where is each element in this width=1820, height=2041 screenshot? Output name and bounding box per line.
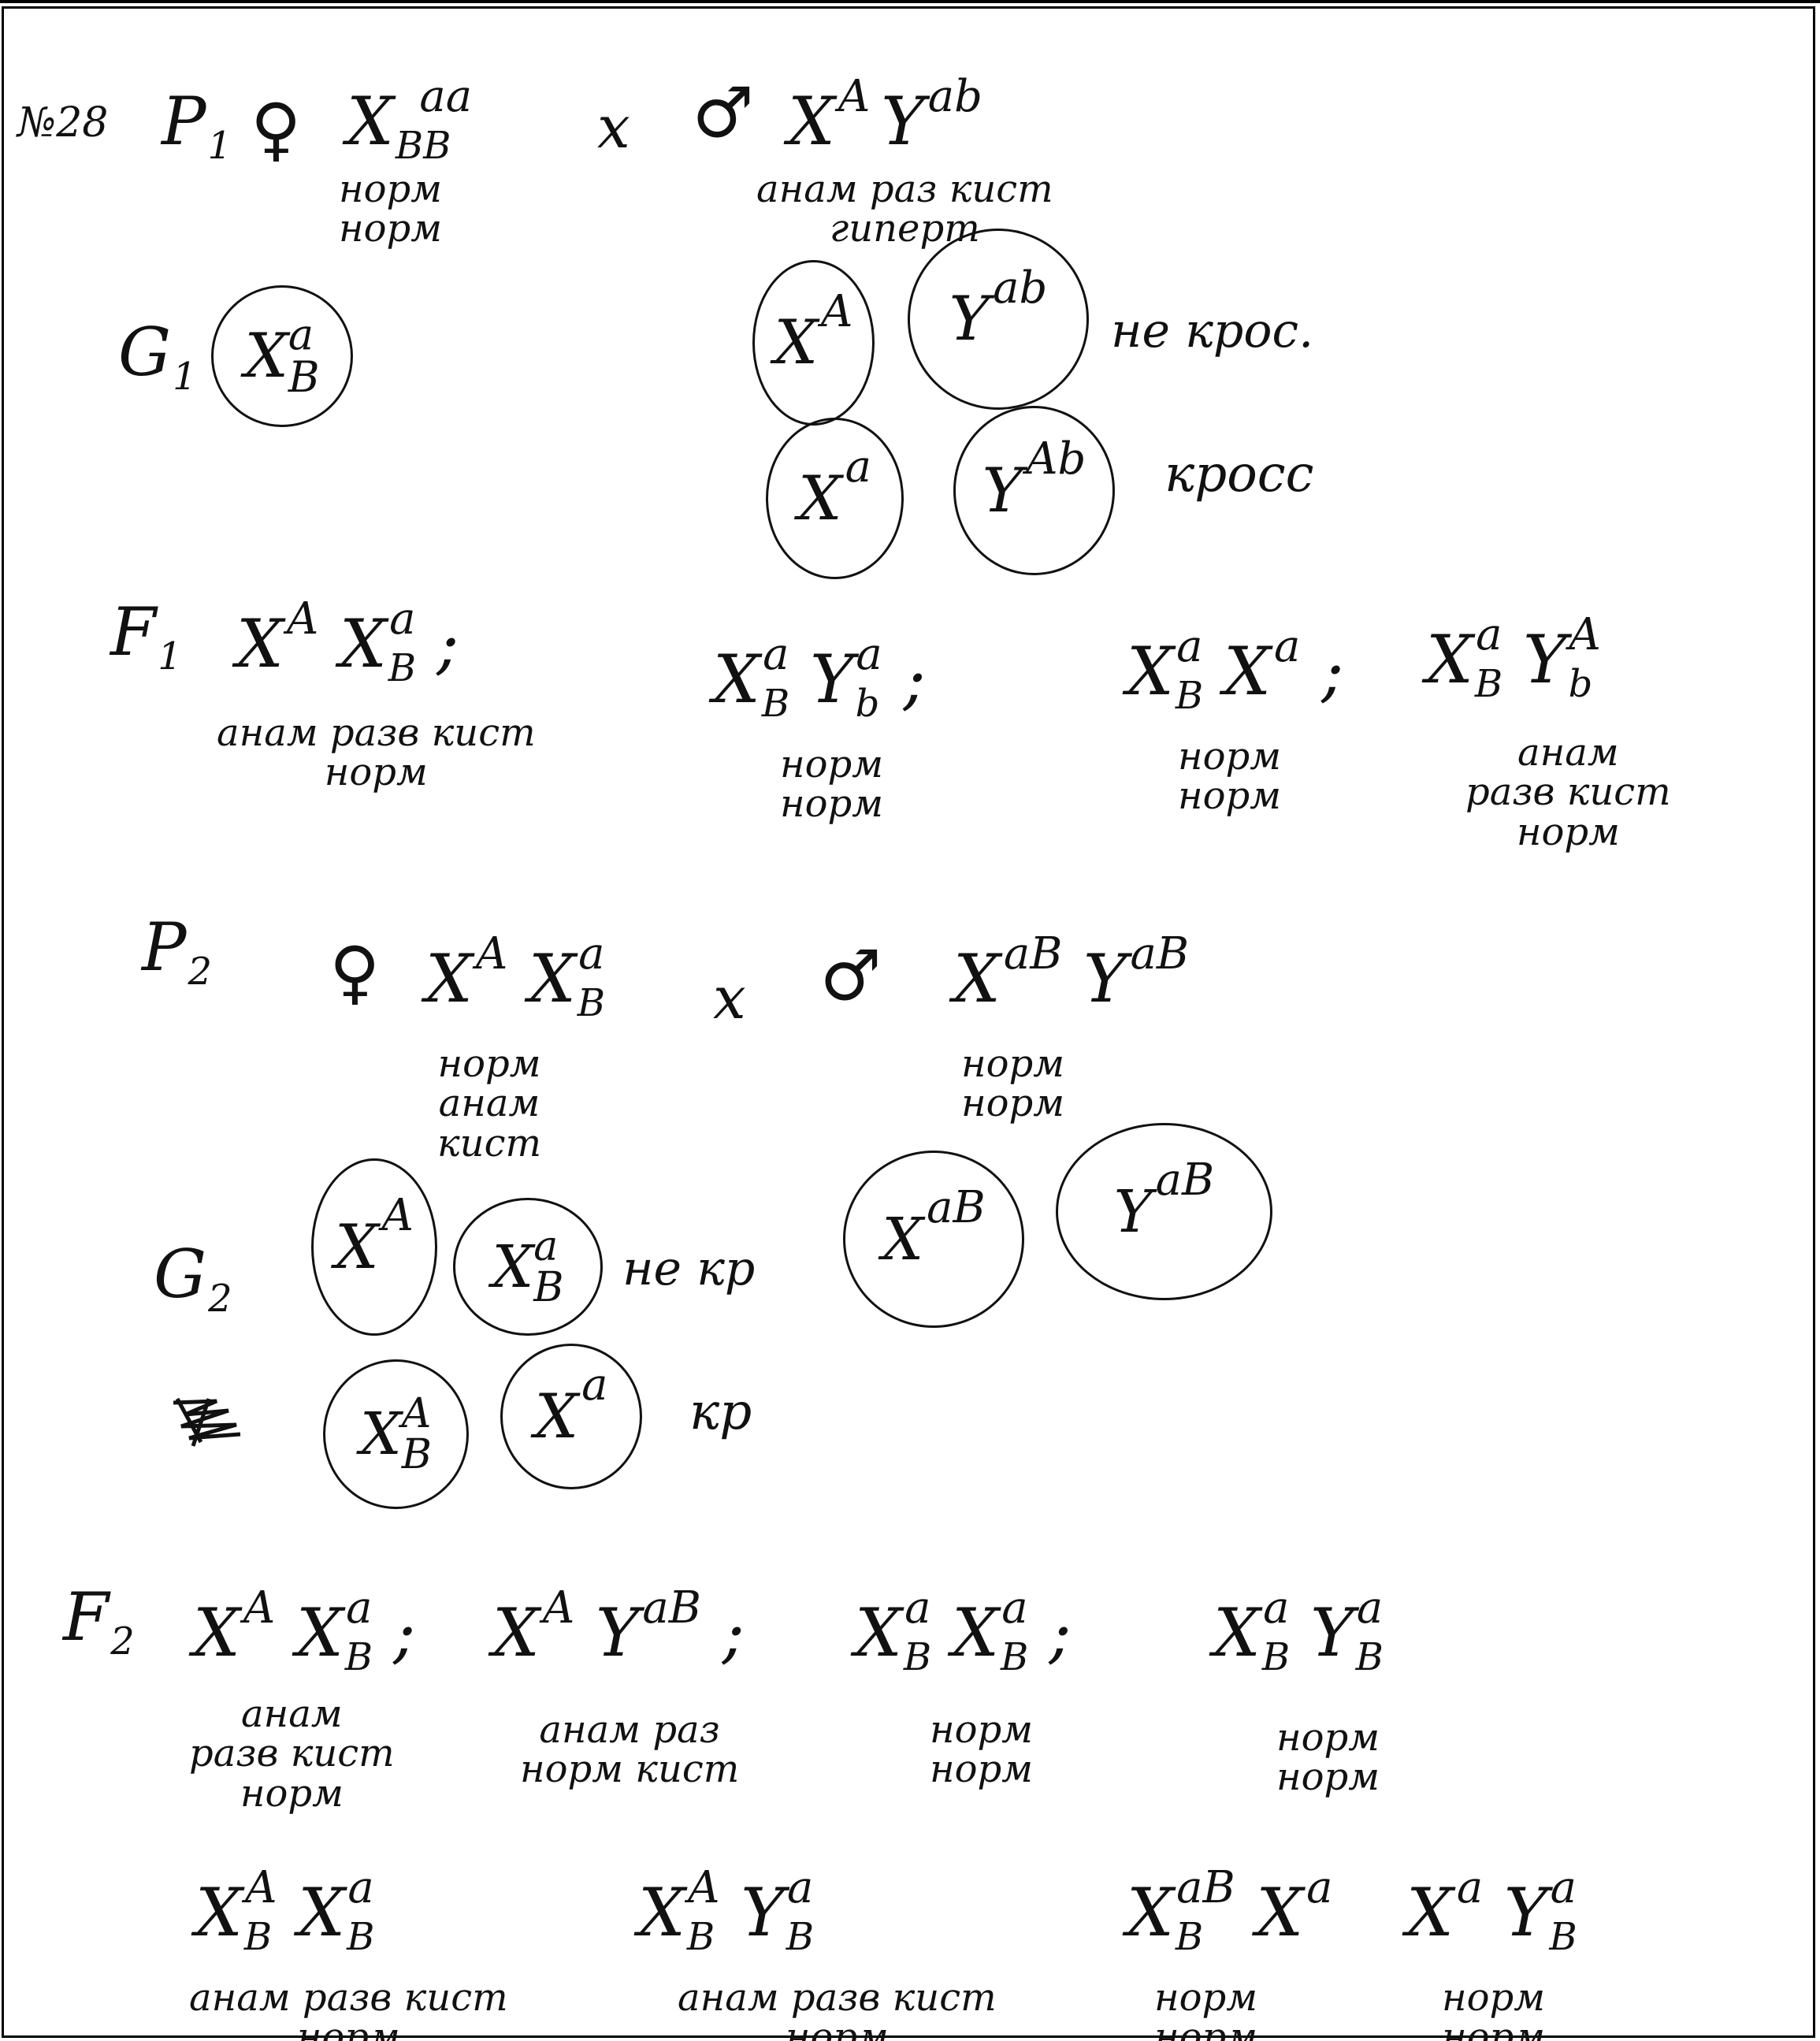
f2-offspring-8: Xa YBa	[1406, 1862, 1577, 1959]
f2-offspring-2: XA YaB ;	[492, 1582, 745, 1671]
f2-label: F2	[63, 1578, 135, 1664]
female-genotype-2: XA XBa	[425, 928, 606, 1025]
noncross-label-1: не крос.	[1111, 303, 1314, 359]
f2-offspring-5: XBA XBa	[195, 1862, 375, 1959]
female-symbol-2: ♀	[329, 931, 381, 1013]
female-notes-1: норм норм	[339, 167, 443, 251]
f2-offspring-3: XBa XBa ;	[855, 1582, 1072, 1679]
noncross-label-2: не кр	[622, 1241, 756, 1296]
cross-label-1: кросс	[1164, 445, 1314, 504]
male-notes-1: анам раз кист гиперт	[756, 167, 1053, 251]
male-symbol-1: ♂	[692, 72, 754, 154]
answer-frame	[2, 6, 1815, 2038]
female-symbol-1: ♀	[251, 88, 302, 169]
f1-offspring-3: XBa Xa ;	[1127, 621, 1344, 718]
f1-offspring-2-notes: норм норм	[780, 742, 884, 827]
f2-offspring-8-notes: норм норм	[1442, 1976, 1546, 2041]
cross-sign-2: x	[713, 965, 746, 1032]
male-genotype-2: XaB YaB	[953, 928, 1190, 1017]
f2-offspring-1: XA XBa ;	[193, 1582, 416, 1679]
f2-offspring-4-notes: норм норм	[1276, 1716, 1380, 1800]
gametes-label-2: G2	[154, 1236, 232, 1321]
scribble-mark	[173, 1397, 241, 1447]
f2-offspring-7-notes: норм норм	[1154, 1976, 1258, 2041]
parent-label-1: P1	[162, 83, 232, 168]
f2-offspring-4: XBa YBa	[1213, 1582, 1384, 1679]
f2-offspring-6-notes: анам разв кист норм	[678, 1976, 997, 2041]
gametes-label-1: G1	[118, 314, 197, 399]
male-notes-2: норм норм	[961, 1042, 1065, 1126]
f1-offspring-1: XA XBa ;	[236, 593, 459, 690]
problem-number: №28	[17, 99, 109, 147]
f1-offspring-4: XBa YbA	[1426, 609, 1601, 706]
parent-label-2: P2	[142, 909, 213, 994]
f1-offspring-4-notes: анам разв кист норм	[1465, 731, 1671, 854]
f1-offspring-2: XBa Yba ;	[713, 629, 926, 726]
f2-offspring-3-notes: норм норм	[930, 1708, 1034, 1792]
f2-offspring-1-notes: анам разв кист норм	[189, 1692, 395, 1816]
f1-label: F1	[110, 593, 182, 678]
cross-sign-1: x	[597, 94, 630, 162]
f2-offspring-7: XBaB Xa	[1127, 1862, 1333, 1959]
male-symbol-2: ♂	[819, 935, 882, 1017]
f1-offspring-3-notes: норм норм	[1178, 734, 1282, 819]
female-genotype-1: XBBaa	[347, 71, 473, 168]
female-notes-2: норм анам кист	[437, 1042, 541, 1165]
top-border	[0, 0, 1820, 3]
cross-label-2: кр	[689, 1383, 752, 1441]
f2-offspring-2-notes: анам раз норм кист	[520, 1708, 740, 1792]
f2-offspring-5-notes: анам разв кист норм	[189, 1976, 508, 2041]
f2-offspring-6: XBA YBa	[638, 1862, 814, 1959]
f1-offspring-1-notes: анам разв кист норм	[217, 711, 536, 795]
